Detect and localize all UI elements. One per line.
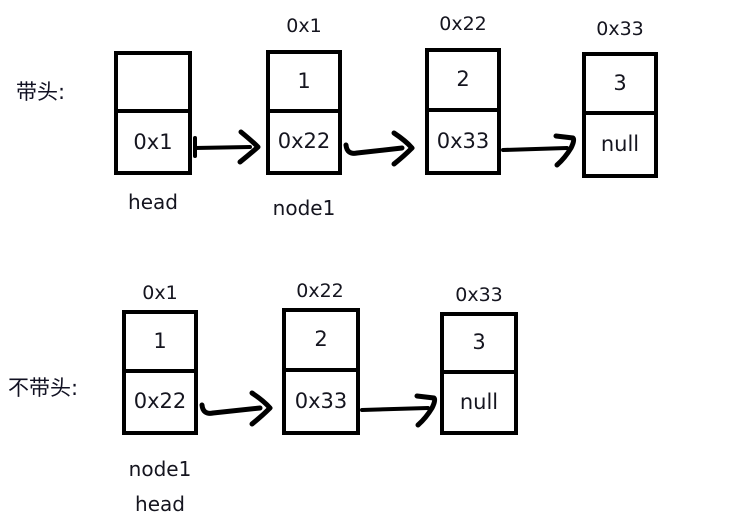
addr-label-b-node2: 0x22 bbox=[296, 280, 344, 302]
section-label-without-head: 不带头: bbox=[8, 376, 79, 400]
node-box-head: 0x1 bbox=[114, 51, 192, 175]
addr-label-b-node1: 0x1 bbox=[142, 282, 178, 304]
arrow-node2-to-node3 bbox=[501, 130, 585, 174]
node-box-b-node1: 1 0x22 bbox=[122, 310, 198, 435]
node-next-cell: 0x22 bbox=[126, 372, 194, 431]
var-label-b-head: head bbox=[135, 492, 185, 516]
addr-label-node2: 0x22 bbox=[439, 13, 487, 35]
node-next-cell: 0x22 bbox=[270, 112, 338, 171]
node-box-node2: 2 0x33 bbox=[425, 48, 501, 175]
node-next-cell: 0x33 bbox=[286, 371, 356, 431]
node-next-cell: 0x33 bbox=[429, 111, 497, 171]
arrow-b-node1-to-b-node2 bbox=[198, 388, 286, 432]
var-label-node1: node1 bbox=[272, 196, 336, 220]
node-next-cell: 0x1 bbox=[118, 113, 188, 171]
arrow-head-to-node1 bbox=[192, 128, 270, 172]
node-data-cell bbox=[118, 55, 188, 113]
node-next-cell: null bbox=[444, 373, 514, 431]
addr-label-b-node3: 0x33 bbox=[455, 284, 503, 306]
arrow-b-node2-to-b-node3 bbox=[360, 390, 444, 434]
node-data-cell: 1 bbox=[126, 314, 194, 373]
section-label-with-head: 带头: bbox=[16, 80, 66, 104]
node-box-b-node2: 2 0x33 bbox=[282, 308, 360, 435]
node-data-cell: 1 bbox=[270, 54, 338, 113]
arrow-node1-to-node2 bbox=[342, 128, 426, 172]
node-box-node1: 1 0x22 bbox=[266, 50, 342, 175]
node-data-cell: 3 bbox=[586, 56, 654, 115]
node-data-cell: 2 bbox=[429, 52, 497, 112]
node-data-cell: 2 bbox=[286, 312, 356, 372]
var-label-head: head bbox=[128, 190, 178, 214]
node-box-node3: 3 null bbox=[582, 52, 658, 178]
addr-label-node3: 0x33 bbox=[596, 18, 644, 40]
node-data-cell: 3 bbox=[444, 316, 514, 374]
addr-label-node1: 0x1 bbox=[286, 15, 322, 37]
node-next-cell: null bbox=[586, 115, 654, 174]
var-label-b-node1: node1 bbox=[128, 457, 192, 481]
node-box-b-node3: 3 null bbox=[440, 312, 518, 435]
